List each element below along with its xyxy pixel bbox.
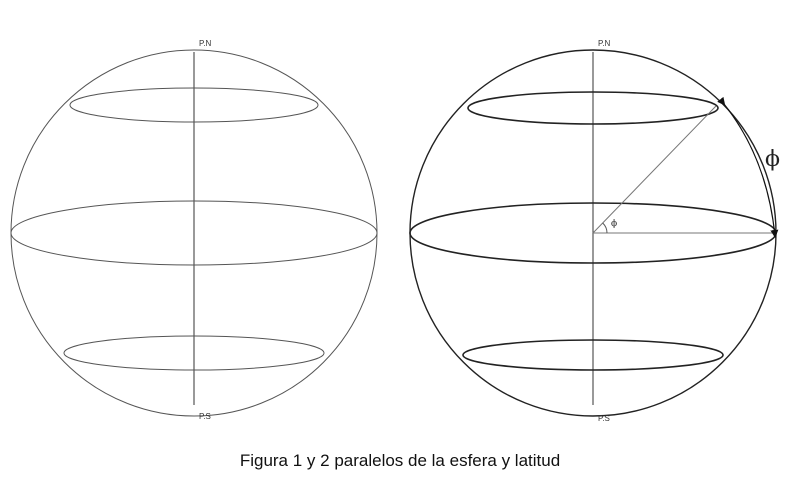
- latitude-arc-arrow: [717, 96, 779, 238]
- latitude-symbol-small: ϕ: [611, 219, 617, 229]
- north-pole-label: P.N: [199, 39, 212, 48]
- north-pole-label: P.N: [598, 39, 611, 48]
- parallel-south: [462, 339, 724, 371]
- parallel-north: [69, 87, 319, 123]
- south-pole-label: P.S: [199, 412, 211, 421]
- radius-to-parallel: [592, 105, 717, 234]
- parallel-south: [63, 335, 325, 371]
- figure-2-sphere: ϕ ϕ P.N P.S: [409, 39, 780, 423]
- figure-1-sphere: P.N P.S: [10, 39, 378, 421]
- equator: [10, 200, 378, 266]
- figure-caption: Figura 1 y 2 paralelos de la esfera y la…: [239, 451, 561, 470]
- south-pole-label: P.S: [598, 414, 610, 423]
- latitude-angle-arc: [602, 222, 608, 234]
- latitude-symbol-large: ϕ: [765, 147, 780, 172]
